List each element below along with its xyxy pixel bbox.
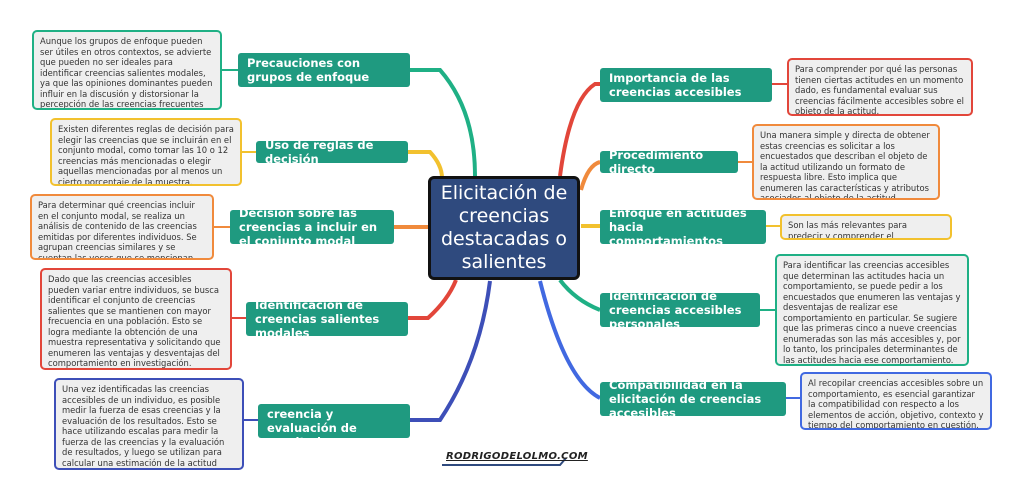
note-enfoque-actitudes-comportamientos: Son las más relevantes para predecir y c…	[780, 214, 952, 240]
connector-importancia	[558, 82, 600, 177]
note-precauciones-grupos-enfoque: Aunque los grupos de enfoque pueden ser …	[32, 30, 222, 110]
central-topic[interactable]: Elicitación de creencias destacadas o sa…	[428, 176, 580, 280]
topic-precauciones-grupos-enfoque[interactable]: Precauciones con grupos de enfoque	[238, 53, 410, 87]
connector-compatibilidad	[538, 280, 601, 400]
brand-underline	[442, 457, 567, 466]
connector-identificacion-modales	[408, 279, 458, 320]
note-uso-reglas-decision: Existen diferentes reglas de decisión pa…	[50, 118, 242, 186]
note-procedimiento-directo: Una manera simple y directa de obtener e…	[752, 124, 940, 200]
topic-identificacion-creencias-accesibles-personales[interactable]: Identificación de creencias accesibles p…	[600, 289, 760, 331]
topic-enfoque-actitudes-comportamientos[interactable]: Enfoque en actitudes hacia comportamient…	[600, 206, 766, 248]
connector-procedimiento	[579, 160, 601, 191]
connector-reglas	[408, 150, 444, 179]
note-decision-creencias-conjunto-modal: Para determinar qué creencias incluir en…	[30, 194, 214, 260]
brand-watermark: RODRIGODELOLMO.COM	[446, 451, 588, 462]
topic-medicion-creencia-evaluacion[interactable]: Medición de creencia y evaluación de res…	[258, 393, 410, 449]
topic-compatibilidad-elicitacion[interactable]: Compatibilidad en la elicitación de cree…	[600, 378, 786, 420]
topic-importancia-creencias-accesibles[interactable]: Importancia de las creencias accesibles	[600, 68, 772, 102]
topic-procedimiento-directo[interactable]: Procedimiento directo	[600, 148, 738, 176]
note-identificacion-creencias-accesibles-personales: Para identificar las creencias accesible…	[775, 254, 969, 366]
topic-decision-creencias-conjunto-modal[interactable]: Decisión sobre las creencias a incluir e…	[230, 206, 394, 248]
topic-uso-reglas-decision[interactable]: Uso de reglas de decisión	[256, 138, 408, 166]
note-importancia-creencias-accesibles: Para comprender por qué las personas tie…	[787, 58, 973, 116]
note-compatibilidad-elicitacion: Al recopilar creencias accesibles sobre …	[800, 372, 992, 430]
note-identificacion-creencias-salientes-modales: Dado que las creencias accesibles pueden…	[40, 268, 232, 370]
connector-identificacion-personales	[558, 278, 601, 312]
topic-identificacion-creencias-salientes-modales[interactable]: Identificación de creencias salientes mo…	[246, 298, 408, 340]
connector-precauciones	[410, 68, 477, 177]
connector-medicion	[410, 280, 492, 422]
note-medicion-creencia-evaluacion: Una vez identificadas las creencias acce…	[54, 378, 244, 470]
